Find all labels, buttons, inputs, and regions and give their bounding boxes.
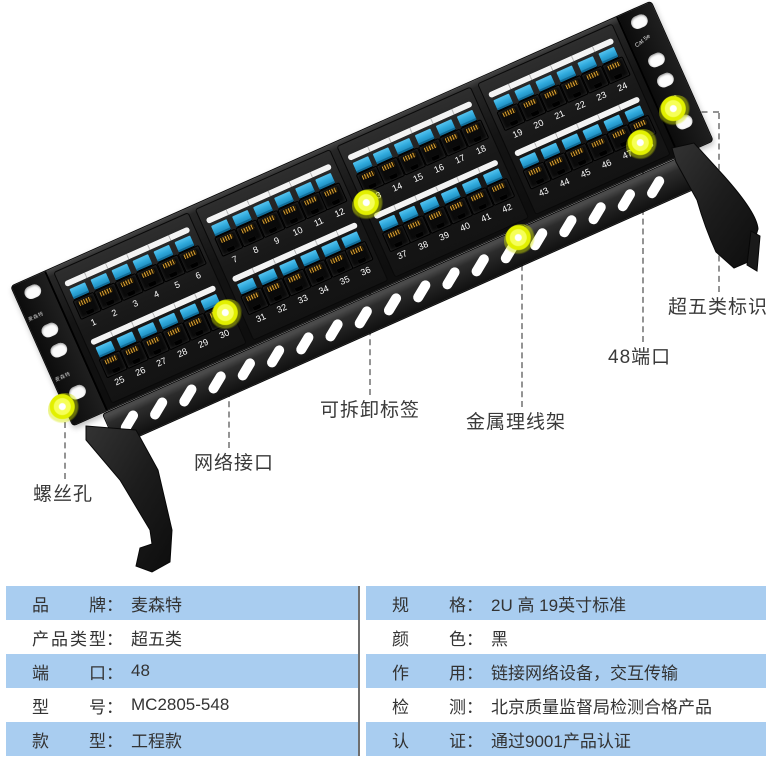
cable-slot: [557, 213, 579, 240]
brand-mark: 麦森特: [54, 371, 72, 384]
spec-cell-right: 作用： 链接网络设备，交互传输: [366, 654, 766, 688]
callout-line-48-ports: [642, 160, 644, 342]
callout-line-cat5e: [718, 113, 720, 292]
spec-label: 检测: [392, 697, 466, 717]
spec-cell-right: 检测： 北京质量监督局检测合格产品: [366, 688, 766, 722]
cable-slot: [586, 200, 608, 227]
screw-hole: [646, 50, 667, 70]
spec-colon: ：: [466, 595, 483, 615]
cable-slot: [323, 317, 345, 344]
cable-slot: [352, 304, 374, 331]
spec-value: 北京质量监督局检测合格产品: [491, 697, 712, 717]
callout-label-network-port: 网络接口: [194, 453, 275, 474]
spec-cell-left: 品牌： 麦森特: [6, 586, 358, 620]
right-bracket-lip: [746, 230, 761, 272]
screw-hole: [655, 70, 676, 90]
callout-label-screw-hole: 螺丝孔: [33, 484, 94, 505]
cable-slot: [206, 369, 228, 396]
cable-slot: [235, 356, 257, 383]
spec-label: 型号: [32, 697, 106, 717]
spec-label: 品牌: [32, 595, 106, 615]
spec-cell-right: 颜色： 黑: [366, 620, 766, 654]
spec-cell-left: 款型： 工程款: [6, 722, 358, 756]
callout-label-removable-label: 可拆卸标签: [320, 400, 421, 421]
spec-colon: ：: [466, 731, 483, 751]
spec-cell-right: 规格： 2U 高 19英寸标准: [366, 586, 766, 620]
callout-line-screw-hole: [64, 422, 66, 479]
spec-label: 款型: [32, 731, 106, 751]
callout-label-48-ports: 48端口: [608, 347, 672, 368]
spec-row: 产品类型：超五类颜色：黑: [6, 620, 766, 654]
spec-colon: ：: [106, 595, 123, 615]
cable-slot: [265, 343, 287, 370]
screw-hole: [628, 12, 650, 32]
spec-value: 黑: [491, 629, 508, 649]
highlight-dot-48-ports: [626, 129, 660, 163]
highlight-dot-cat5e: [659, 95, 693, 129]
cable-slot: [382, 291, 403, 318]
callout-line-cat5e: [690, 111, 719, 113]
screw-hole: [22, 282, 44, 302]
cable-slot: [469, 252, 491, 279]
spec-value: 链接网络设备，交互传输: [491, 663, 678, 683]
spec-label: 认证: [392, 731, 466, 751]
spec-value: 2U 高 19英寸标准: [491, 595, 627, 615]
spec-cell-right: 认证： 通过9001产品认证: [366, 722, 766, 756]
spec-label: 作用: [392, 663, 466, 683]
cable-slot: [177, 382, 199, 409]
spec-value: 麦森特: [131, 595, 182, 615]
spec-cell-left: 型号： MC2805-548: [6, 688, 358, 722]
spec-label: 产品类型: [32, 629, 106, 649]
cable-slot: [615, 187, 637, 214]
spec-row: 品牌：麦森特规格：2U 高 19英寸标准: [6, 586, 766, 620]
callout-label-cable-bar: 金属理线架: [466, 412, 567, 433]
callout-line-cable-bar: [521, 255, 523, 407]
spec-value: 工程款: [131, 731, 182, 751]
screw-hole: [39, 320, 61, 340]
brand-mark: 麦森特: [27, 310, 45, 324]
spec-row: 款型：工程款认证：通过9001产品认证: [6, 722, 766, 756]
screw-hole: [48, 340, 70, 360]
spec-colon: ：: [466, 663, 483, 683]
spec-label: 端口: [32, 663, 106, 683]
cable-slot: [645, 174, 667, 201]
callout-label-cat5e: 超五类标识: [668, 297, 769, 318]
cable-slot: [148, 395, 170, 422]
spec-cell-left: 产品类型： 超五类: [6, 620, 358, 654]
cable-slot: [294, 330, 316, 357]
highlight-dot-removable-label: [352, 189, 386, 223]
spec-colon: ：: [466, 697, 483, 717]
table-column-divider: [358, 586, 360, 756]
left-bracket: [85, 425, 173, 573]
spec-colon: ：: [466, 629, 483, 649]
spec-value: 48: [131, 661, 150, 680]
spec-colon: ：: [106, 697, 123, 717]
spec-label: 规格: [392, 595, 466, 615]
highlight-dot-cable-bar: [504, 224, 538, 258]
highlight-dot-screw-hole: [48, 393, 82, 427]
spec-colon: ：: [106, 663, 123, 683]
spec-value: 超五类: [131, 629, 182, 649]
spec-colon: ：: [106, 629, 123, 649]
cable-slot: [440, 265, 462, 292]
spec-label: 颜色: [392, 629, 466, 649]
cable-slot: [118, 408, 140, 435]
cat5e-marking: Cat 5e: [634, 33, 652, 50]
spec-value: 通过9001产品认证: [491, 731, 631, 751]
highlight-dot-network-port: [211, 299, 245, 333]
spec-value: MC2805-548: [131, 695, 230, 714]
cable-slot: [411, 278, 433, 305]
spec-cell-left: 端口： 48: [6, 654, 358, 688]
spec-colon: ：: [106, 731, 123, 751]
